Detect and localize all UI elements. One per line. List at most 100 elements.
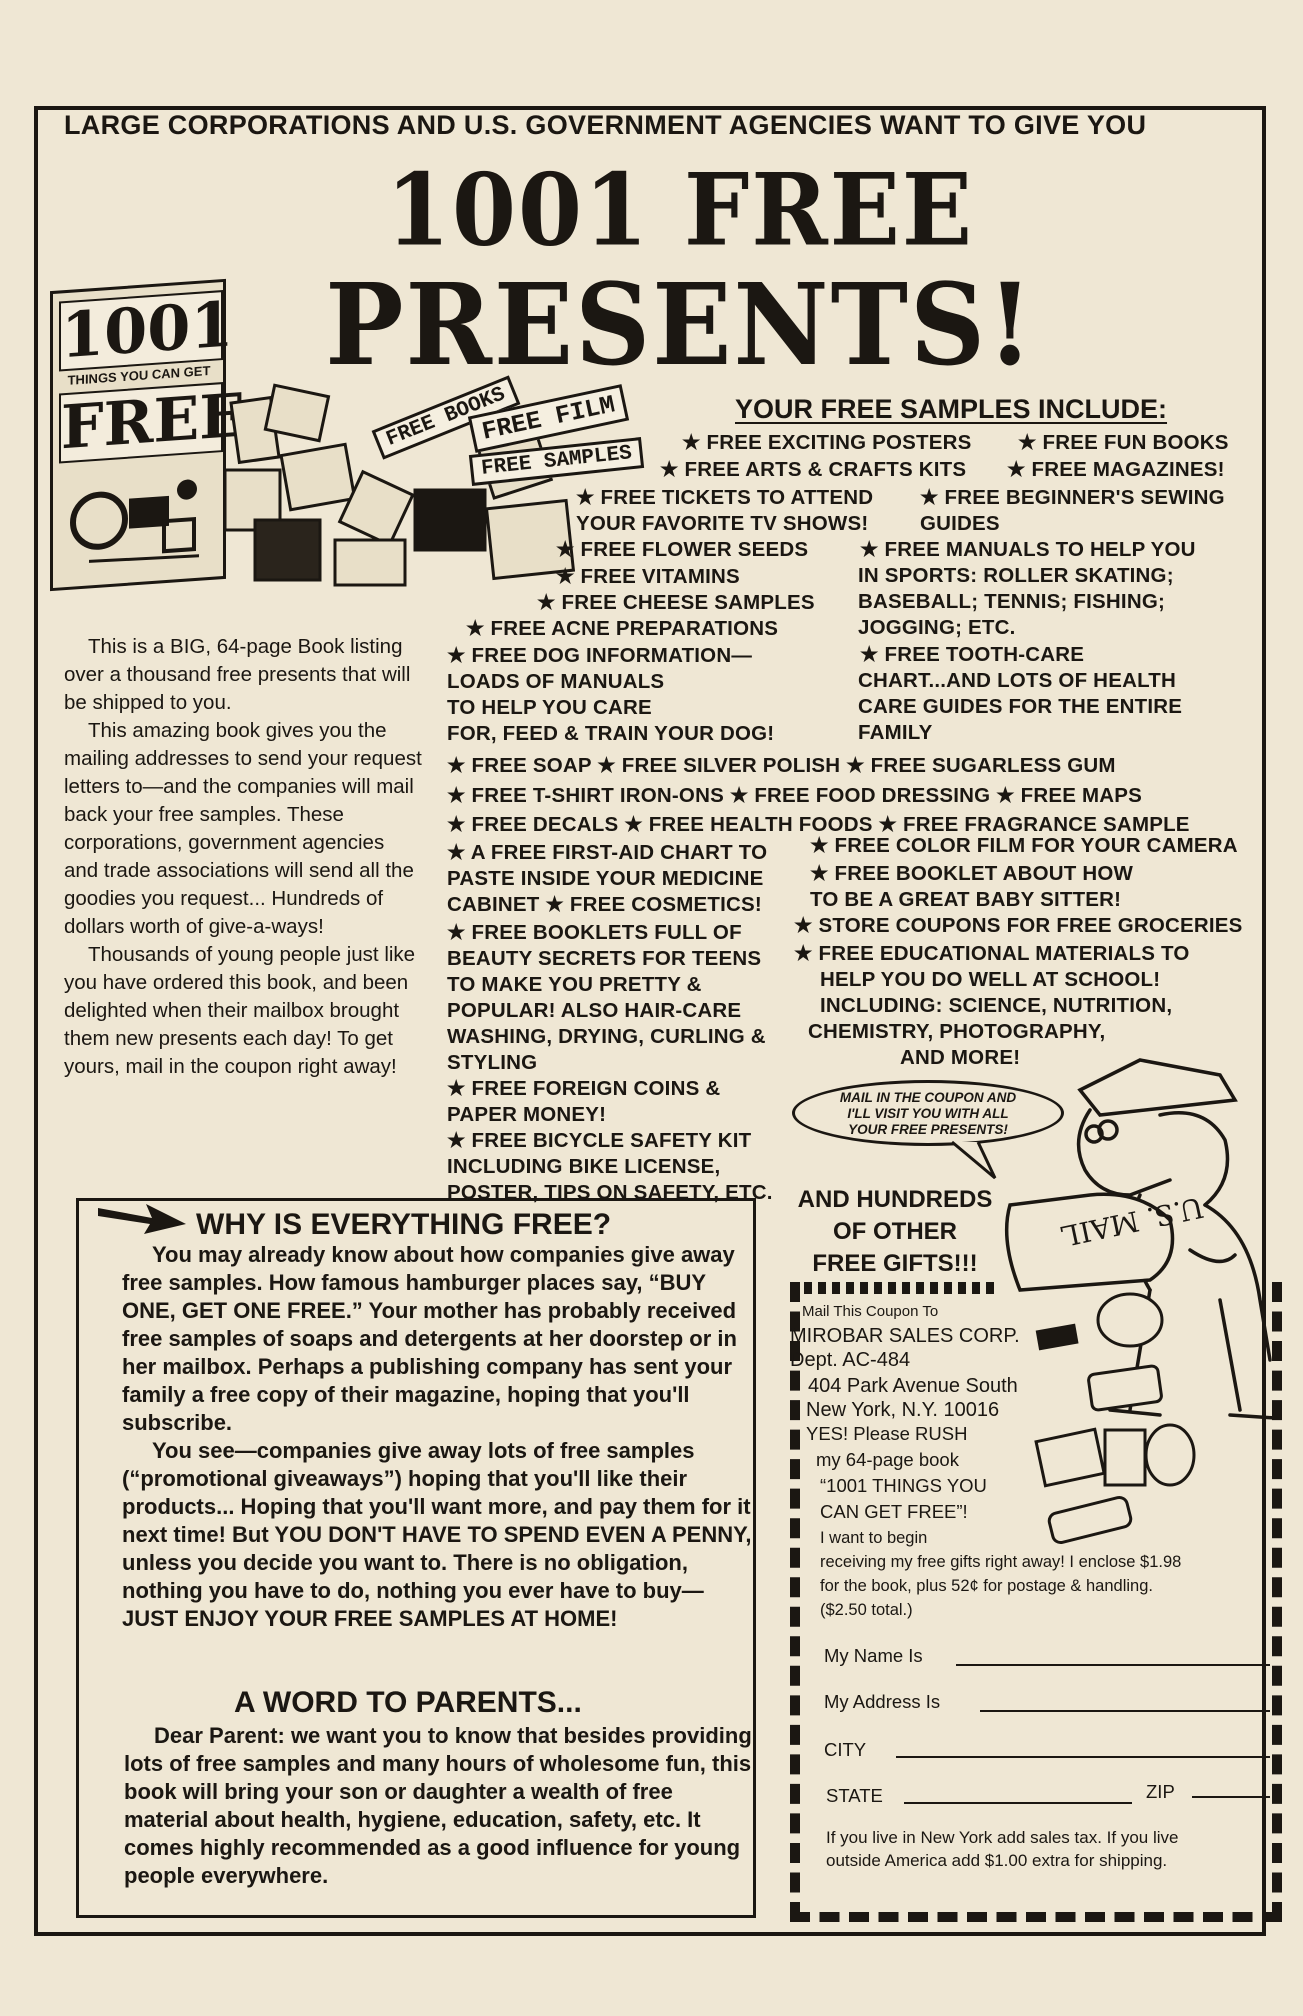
sample-item: FOR, FEED & TRAIN YOUR DOG!: [447, 722, 775, 745]
bubble-line: MAIL IN THE COUPON AND: [839, 1090, 1017, 1105]
why-free-box: [76, 1198, 756, 1918]
sample-item: ★ FREE MAGAZINES!: [1007, 458, 1225, 481]
ad-border: [34, 106, 1266, 1936]
sample-item: ★ FREE ACNE PREPARATIONS: [466, 617, 779, 640]
city-field[interactable]: [896, 1756, 1270, 1758]
sample-item: ★ FREE EDUCATIONAL MATERIALS TO: [794, 942, 1190, 965]
why-body: You may already know about how companies…: [122, 1241, 752, 1633]
sample-item: LOADS OF MANUALS: [447, 670, 665, 693]
mailman-illustration: [1004, 1058, 1277, 1420]
why-title: WHY IS EVERYTHING FREE?: [196, 1208, 612, 1241]
tax-notice: If you live in New York add sales tax. I…: [826, 1826, 1266, 1872]
gift-pile-illustration: [1034, 1292, 1196, 1545]
sample-item: AND MORE!: [900, 1046, 1021, 1069]
sample-item: ★ FREE T-SHIRT IRON-ONS ★ FREE FOOD DRES…: [447, 784, 1143, 807]
sample-item: ★ FREE COLOR FILM FOR YOUR CAMERA: [810, 834, 1238, 857]
sample-item: ★ FREE TICKETS TO ATTEND: [576, 486, 874, 509]
parents-body: Dear Parent: we want you to know that be…: [124, 1722, 754, 1890]
sample-item: PASTE INSIDE YOUR MEDICINE: [447, 867, 764, 890]
top-line: LARGE CORPORATIONS AND U.S. GOVERNMENT A…: [64, 110, 1147, 140]
coupon-top-border: [790, 1282, 1000, 1294]
sample-item: ★ FREE BOOKLETS FULL OF: [447, 921, 742, 944]
sample-item: BEAUTY SECRETS FOR TEENS: [447, 947, 762, 970]
sample-item: CHEMISTRY, PHOTOGRAPHY,: [808, 1020, 1106, 1043]
sample-item: ★ FREE DOG INFORMATION—: [447, 644, 753, 667]
sample-item: ★ FREE CHEESE SAMPLES: [537, 591, 815, 614]
intro-text: This is a BIG, 64-page Book listing over…: [64, 633, 424, 1081]
intro-paragraph: This is a BIG, 64-page Book listing over…: [64, 635, 411, 714]
speech-bubble-tail: [951, 1140, 997, 1180]
sample-item: ★ FREE FUN BOOKS: [1018, 431, 1229, 454]
book-title-free: FREE: [59, 380, 245, 464]
address-label: My Address Is: [824, 1691, 941, 1712]
parents-title: A WORD TO PARENTS...: [234, 1686, 582, 1719]
intro-paragraph: This amazing book gives you the mailing …: [64, 719, 422, 938]
name-field[interactable]: [956, 1664, 1270, 1666]
coupon-dept: Dept. AC-484: [790, 1349, 911, 1371]
coupon-street: 404 Park Avenue South: [808, 1375, 1018, 1397]
parents-paragraph: Dear Parent: we want you to know that be…: [124, 1723, 752, 1888]
tax-line: If you live in New York add sales tax. I…: [826, 1828, 1179, 1847]
book-title-1001: 1001: [59, 287, 234, 373]
sample-item: POPULAR! ALSO HAIR-CARE: [447, 999, 742, 1022]
arrow-icon: [98, 1204, 186, 1234]
coupon-postage: for the book, plus 52¢ for postage & han…: [820, 1577, 1153, 1595]
coupon-book: my 64-page book: [816, 1449, 959, 1470]
sample-item: ★ FREE VITAMINS: [556, 565, 740, 588]
hundreds-of-gifts: AND HUNDREDS OF OTHER FREE GIFTS!!!: [780, 1184, 1010, 1280]
speech-bubble: [792, 1080, 1064, 1146]
sample-item: WASHING, DRYING, CURLING &: [447, 1025, 766, 1048]
order-coupon: [790, 1282, 1282, 1922]
tax-line: outside America add $1.00 extra for ship…: [826, 1851, 1168, 1870]
sample-item: INCLUDING: SCIENCE, NUTRITION,: [820, 994, 1173, 1017]
speech-bubble-text: MAIL IN THE COUPON AND I'LL VISIT YOU WI…: [808, 1090, 1048, 1138]
headline-line-1: 1001 FREE: [385, 151, 975, 269]
bubble-line: YOUR FREE PRESENTS!: [848, 1122, 1008, 1137]
sample-item: FAMILY: [858, 721, 933, 744]
coupon-yes: YES! Please RUSH: [806, 1423, 968, 1444]
address-field[interactable]: [980, 1710, 1270, 1712]
sample-item: CHART...AND LOTS OF HEALTH: [858, 669, 1176, 692]
state-field[interactable]: [904, 1802, 1132, 1804]
sample-item: ★ FREE EXCITING POSTERS: [682, 431, 972, 454]
sample-item: ★ FREE BICYCLE SAFETY KIT: [447, 1129, 752, 1152]
sample-item: ★ A FREE FIRST-AID CHART TO: [447, 841, 768, 864]
zip-field[interactable]: [1192, 1796, 1270, 1798]
sample-item: CABINET ★ FREE COSMETICS!: [447, 893, 762, 916]
sample-item: ★ FREE MANUALS TO HELP YOU: [860, 538, 1196, 561]
coupon-mail-to: Mail This Coupon To: [802, 1303, 939, 1320]
sample-item: ★ FREE SOAP ★ FREE SILVER POLISH ★ FREE …: [447, 754, 1116, 777]
coupon-book-title: “1001 THINGS YOU: [820, 1475, 987, 1496]
sample-item: GUIDES: [920, 512, 1000, 535]
why-paragraph: You may already know about how companies…: [122, 1242, 737, 1435]
intro-paragraph: Thousands of young people just like you …: [64, 943, 416, 1078]
coupon-book-title: CAN GET FREE”!: [820, 1501, 968, 1522]
coupon-company: MIROBAR SALES CORP.: [790, 1325, 1020, 1347]
bubble-line: I'LL VISIT YOU WITH ALL: [847, 1106, 1009, 1121]
sample-item: INCLUDING BIKE LICENSE,: [447, 1155, 721, 1178]
name-label: My Name Is: [824, 1645, 923, 1666]
sample-item: ★ FREE TOOTH-CARE: [860, 643, 1085, 666]
sample-item: TO BE A GREAT BABY SITTER!: [810, 888, 1122, 911]
sample-item: TO MAKE YOU PRETTY &: [447, 973, 702, 996]
sample-item: CARE GUIDES FOR THE ENTIRE: [858, 695, 1183, 718]
book-cover-art: [70, 479, 200, 563]
city-label: CITY: [824, 1739, 867, 1760]
sample-item: TO HELP YOU CARE: [447, 696, 652, 719]
sample-item: ★ FREE FLOWER SEEDS: [556, 538, 809, 561]
sample-item: HELP YOU DO WELL AT SCHOOL!: [820, 968, 1161, 991]
sample-item: JOGGING; ETC.: [858, 616, 1016, 639]
sample-item: IN SPORTS: ROLLER SKATING;: [858, 564, 1174, 587]
sample-item: PAPER MONEY!: [447, 1103, 607, 1126]
coupon-begin: I want to begin: [820, 1529, 928, 1547]
samples-title: YOUR FREE SAMPLES INCLUDE:: [735, 394, 1168, 424]
state-label: STATE: [826, 1785, 883, 1806]
sample-item: ★ FREE ARTS & CRAFTS KITS: [660, 458, 967, 481]
coupon-enclose: receiving my free gifts right away! I en…: [820, 1553, 1182, 1571]
hundreds-line: AND HUNDREDS: [797, 1186, 993, 1213]
sample-item: STYLING: [447, 1051, 538, 1074]
zip-label: ZIP: [1146, 1781, 1175, 1802]
sample-item: ★ FREE DECALS ★ FREE HEALTH FOODS ★ FREE…: [447, 813, 1190, 836]
book-cover-illustration: 1001 THINGS YOU CAN GET FREE: [50, 278, 245, 592]
coupon-total: ($2.50 total.): [820, 1601, 913, 1619]
